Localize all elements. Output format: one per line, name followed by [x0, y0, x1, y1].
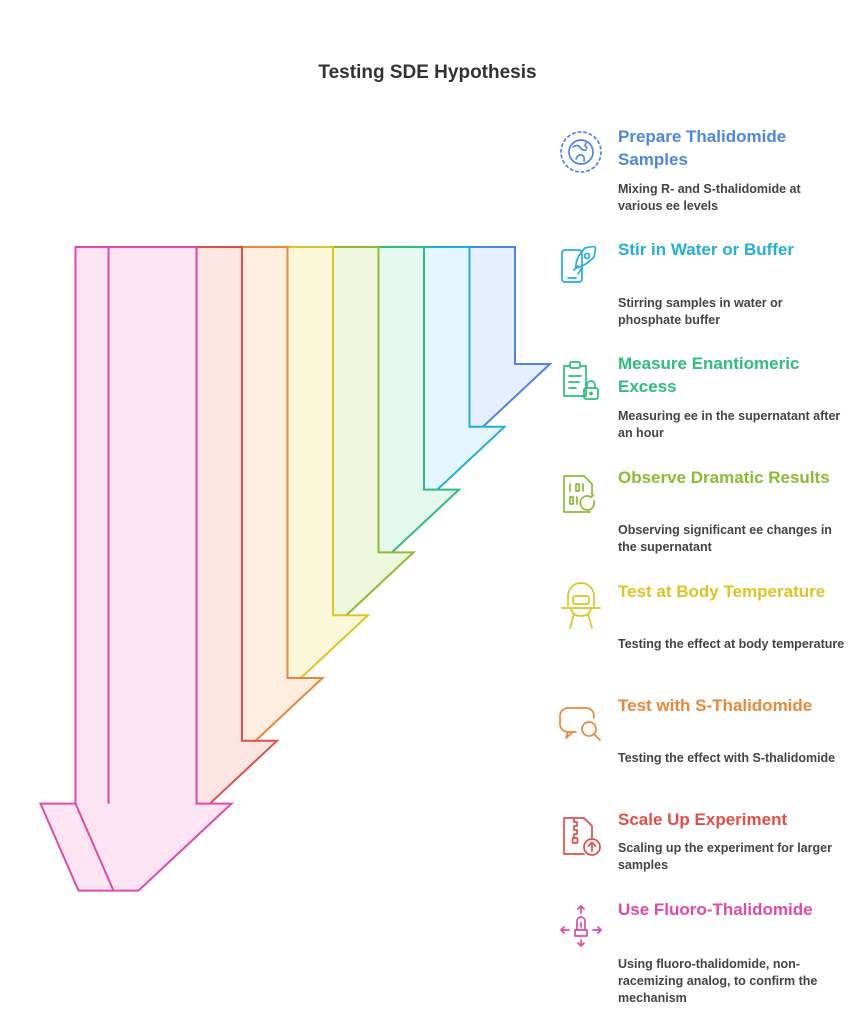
touch-gesture-icon: [560, 905, 602, 947]
phone-rocket-icon: [561, 245, 597, 283]
arrow-8: [38, 246, 235, 892]
step-heading: Use Fluoro-Thalidomide: [618, 900, 813, 919]
globe-icon: [560, 131, 602, 173]
step-heading: Prepare Thalidomide Samples: [618, 127, 787, 169]
step-heading: Stir in Water or Buffer: [618, 240, 794, 259]
step-description: Using fluoro-thalidomide, non-racemizing…: [618, 957, 818, 1005]
step-heading: Observe Dramatic Results: [618, 468, 830, 487]
zip-upload-icon: [563, 817, 601, 856]
step-description: Observing significant ee changes in the …: [618, 523, 832, 554]
step-heading: Scale Up Experiment: [618, 810, 788, 829]
step-description: Testing the effect at body temperature: [618, 637, 845, 651]
step-heading: Measure Enantiomeric Excess: [618, 354, 800, 396]
step-description: Mixing R- and S-thalidomide at various e…: [618, 182, 801, 213]
diagram-title: Testing SDE Hypothesis: [318, 62, 537, 83]
binary-file-icon: [563, 475, 596, 513]
step-description: Stirring samples in water or phosphate b…: [618, 296, 783, 327]
clipboard-lock-icon: [563, 361, 599, 400]
high-chair-icon: [561, 582, 601, 629]
step-description: Measuring ee in the supernatant after an…: [618, 409, 841, 440]
step-heading: Test at Body Temperature: [618, 582, 826, 601]
step-description: Scaling up the experiment for larger sam…: [618, 841, 832, 872]
step-description: Testing the effect with S-thalidomide: [618, 751, 836, 765]
chat-search-icon: [559, 707, 601, 741]
step-heading: Test with S-Thalidomide: [618, 696, 813, 715]
